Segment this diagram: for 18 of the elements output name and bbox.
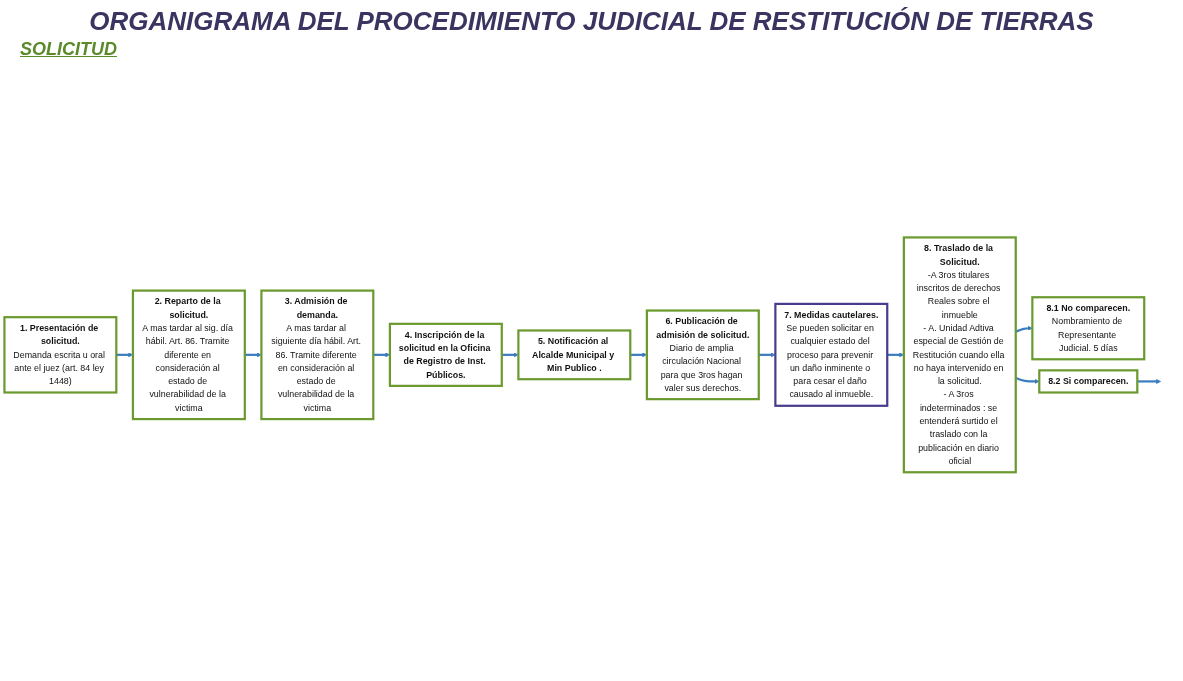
section-label: SOLICITUD [20,39,117,59]
node-box: 8.1 No comparecen. Nombramiento de Representante Judicial. 5 días [1031,296,1146,361]
arrow [758,352,776,358]
diagram-title: ORGANIGRAMA DEL PROCEDIMIENTO JUDICIAL DE RESTITUCIÓN DE TIERRAS [88,6,1095,37]
arrow [1137,379,1162,384]
arrow [1015,326,1033,333]
node-box: 6. Publicación de admisión de solicitud. Diario de amplia circulación Nacional para que 3ros hagan valer sus derechos. [645,309,760,401]
arrow [501,352,519,358]
node-box: 2. Reparto de la solicitud. A mas tardar al sig. día hábil. Art. 86. Tramite diferente en consideración al estado de vulnerabilidad de la victima [131,289,246,421]
node-box: 3. Admisión de demanda. A mas tardar al siguiente día hábil. Art. 86. Tramite diferente en consideración al estado de vulnerabilidad de la victima [260,289,375,421]
arrow [244,352,262,358]
node-box: 1. Presentación de solicitud. Demanda escrita u oral ante el juez (art. 84 ley 1448) [3,316,118,394]
node-box: 5. Notificación al Alcalde Municipal y Min Publico . [517,329,632,381]
node-box: 7. Medidas cautelares. Se pueden solicitar en cualquier estado del proceso para prevenir un daño inminente o para cesar el daño causado al inmueble. [774,302,889,408]
node-box: 8. Traslado de la Solicitud. -A 3ros titulares inscritos de derechos Reales sobre el inmueble - A. Unidad Adtiva especial de Gestión de Restitución cuando ella no haya intervenido en la solicitud. - A 3ros indeterminados : se entenderá surtido el traslado con la publicación en diario oficial [902,236,1017,474]
node-box: 8.2 Si comparecen. [1038,369,1139,394]
arrow [1015,377,1040,384]
node-box: 4. Inscripción de la solicitud en la Oficina de Registro de Inst. Públicos. [388,322,503,388]
